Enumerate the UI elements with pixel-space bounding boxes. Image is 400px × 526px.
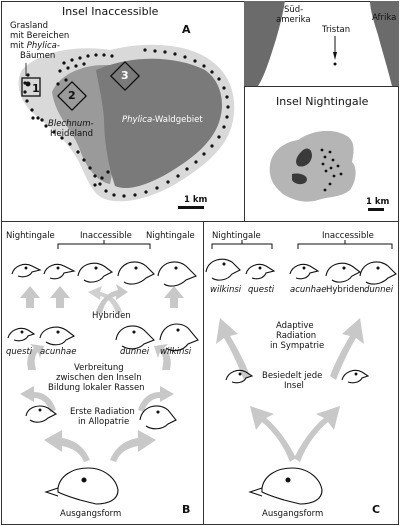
c-ancestor: Ausgangsform — [262, 509, 324, 519]
finch-c-top-2 — [245, 263, 276, 280]
b-spread-2: zwischen den Inseln — [56, 373, 142, 383]
africa-label: Afrika — [372, 13, 397, 23]
blechnum-italic: Blechnum — [48, 119, 91, 129]
forest-area — [96, 58, 222, 189]
finch-b-mid-2 — [39, 326, 76, 346]
scale-bar-nightingale — [368, 208, 384, 211]
finch-b-low-1 — [25, 405, 58, 423]
c-hybrids: Hybriden — [326, 285, 365, 295]
b-spread-1: Verbreitung — [74, 363, 124, 373]
finch-b-top-3 — [77, 262, 114, 283]
grassland-phylica: Phylica — [26, 41, 57, 51]
site-3-box — [109, 60, 141, 92]
bracket-c-inaccessible — [297, 243, 393, 249]
b-spread-3: Bildung lokaler Rassen — [48, 383, 145, 393]
b-radiation-2: in Allopatrie — [78, 417, 130, 427]
c-sp-wilkinsi: wilkinsi — [210, 285, 242, 295]
nightingale-dark-2 — [292, 173, 307, 185]
finch-heads — [7, 258, 397, 505]
south-america-shape — [244, 1, 285, 86]
c-colonize-1: Besiedelt jede — [262, 371, 323, 381]
grassland-line-1: Grasland — [10, 21, 49, 31]
panel-a-letter: A — [182, 23, 191, 36]
blechnum-line-1: Blechnum- — [48, 120, 94, 129]
site-2-box — [56, 80, 88, 112]
b-radiation-1: Erste Radiation — [70, 407, 135, 417]
c-sp-dunnei: dunnei — [364, 285, 394, 295]
scale-label-a: 1 km — [184, 195, 208, 205]
c-sp-questi: questi — [248, 285, 275, 295]
finch-b-top-1 — [11, 263, 42, 278]
phylica-forest-italic: Phylica — [122, 115, 153, 125]
nightingale-map-title: Insel Nightingale — [276, 95, 369, 108]
nightingale-dots — [320, 148, 343, 192]
site-1-label: 1 — [32, 82, 40, 95]
c-adaptive-1: Adaptive — [276, 321, 314, 331]
finch-b-mid-1 — [7, 327, 36, 342]
finch-b-mid-4 — [159, 323, 199, 352]
scale-bar-a — [178, 206, 204, 209]
site-3-label: 3 — [121, 69, 129, 82]
panel-c-frame — [203, 221, 399, 525]
finch-c-colonize-2 — [341, 369, 370, 384]
site-1-box — [21, 77, 41, 97]
bracket-c-nightingale — [211, 243, 273, 249]
bracket-b-inaccessible — [57, 243, 151, 249]
south-america-label-2: amerika — [276, 15, 311, 25]
blechnum-suffix: - — [90, 119, 94, 129]
b-top-nightingale-right: Nightingale — [146, 231, 195, 241]
site-2-label: 2 — [68, 89, 76, 102]
b-top-inaccessible: Inaccessible — [80, 231, 132, 241]
africa-shape — [370, 1, 399, 86]
b-top-nightingale-left: Nightingale — [6, 231, 55, 241]
b-hybrids: Hybriden — [92, 311, 131, 321]
tristan-label: Tristan — [322, 25, 351, 35]
c-adaptive-3: in Sympatrie — [270, 341, 325, 351]
c-top-inaccessible: Inaccessible — [322, 231, 374, 241]
finch-b-mid-3 — [115, 325, 155, 350]
b-sp-acunhae: acunhae — [40, 347, 77, 357]
b-ancestor: Ausgangsform — [60, 509, 122, 519]
panel-c-letter: C — [372, 503, 381, 516]
nightingale-island — [269, 130, 356, 202]
finch-b-top-4 — [117, 261, 155, 285]
finch-c-colonize-1 — [225, 369, 254, 384]
scale-label-nightingale: 1 km — [366, 197, 390, 207]
finch-b-top-5 — [157, 261, 197, 287]
panel-b-arrows — [20, 284, 184, 462]
nightingale-dark-1 — [296, 148, 312, 167]
grassland-line-4: Bäumen — [20, 51, 56, 61]
panel-c-arrows — [216, 318, 364, 462]
grassland-line-3: mit Phylica- — [10, 42, 60, 51]
phylica-forest-suffix: -Waldgebiet — [152, 115, 203, 125]
island-title: Insel Inaccessible — [62, 5, 159, 18]
phylica-forest-label: Phylica-Waldgebiet — [122, 116, 203, 125]
tristan-arrow — [333, 52, 337, 60]
b-sp-wilkinsi: wilkinsi — [160, 347, 192, 357]
finch-b-low-2 — [139, 405, 177, 430]
grassland-line-2: mit Bereichen — [10, 31, 70, 41]
finch-c-top-5 — [359, 261, 397, 285]
finch-b-ancestor — [57, 467, 119, 505]
b-sp-questi: questi — [6, 347, 33, 357]
panel-b-letter: B — [182, 503, 191, 516]
finch-b-top-2 — [43, 263, 76, 280]
grassland-suffix: - — [56, 41, 60, 51]
c-top-nightingale: Nightingale — [212, 231, 261, 241]
finch-c-ancestor — [261, 467, 323, 505]
south-america-label-1: Süd- — [284, 5, 304, 15]
b-sp-dunnei: dunnei — [120, 347, 150, 357]
grassland-prefix: mit — [10, 41, 27, 51]
finch-c-top-1 — [205, 258, 241, 281]
c-sp-acunhae: acunhae — [290, 285, 327, 295]
c-colonize-2: Insel — [284, 381, 304, 391]
blechnum-line-2: Heideland — [50, 129, 93, 139]
finch-c-top-4 — [325, 262, 362, 283]
phylica-dots — [23, 48, 230, 198]
c-adaptive-2: Radiation — [276, 331, 317, 341]
finch-c-top-3 — [289, 263, 320, 280]
